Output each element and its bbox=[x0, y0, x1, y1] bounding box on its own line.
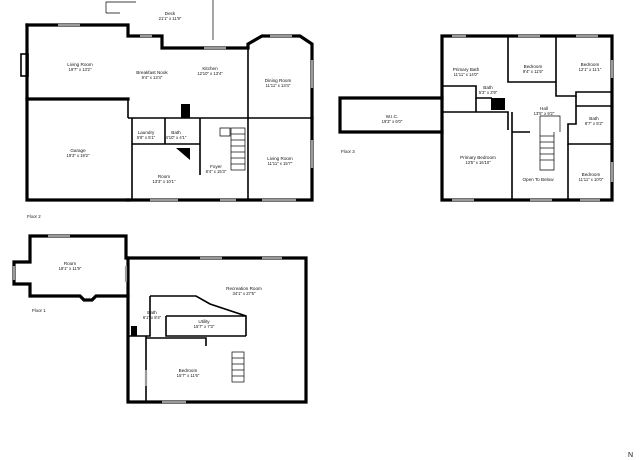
room-name-living-room-1: Living Room bbox=[67, 62, 93, 67]
room-dims-bedroom-f1: 15'7" x 11'6" bbox=[177, 373, 200, 378]
room-name-room-f2: Room bbox=[158, 174, 170, 179]
room-name-living-room-2: Living Room bbox=[267, 156, 293, 161]
room-dims-breakfast-nook: 9'4" x 13'4" bbox=[142, 75, 163, 80]
room-name-bath-f2: Bath bbox=[171, 130, 181, 135]
floor-2-label: Floor 2 bbox=[27, 214, 41, 219]
room-name-recreation-room: Recreation Room bbox=[226, 286, 262, 291]
floor-1-label: Floor 1 bbox=[32, 308, 46, 313]
room-name-room-f1: Room bbox=[64, 261, 76, 266]
room-dims-living-room-2: 11'11" x 15'7" bbox=[268, 161, 293, 166]
room-name-dining-room: Dining Room bbox=[265, 78, 292, 83]
room-name-breakfast-nook: Breakfast Nook bbox=[136, 70, 168, 75]
room-dims-primary-bath: 11'11" x 14'0" bbox=[454, 72, 479, 77]
room-name-bath-f3b: Bath bbox=[589, 116, 599, 121]
room-dims-bath-f1: 6'1" x 8'4" bbox=[143, 315, 162, 320]
room-dims-bath-f2: 4'10" x 4'1" bbox=[166, 135, 187, 140]
room-dims-room-f2: 13'3" x 10'1" bbox=[153, 179, 176, 184]
floor-3-plan bbox=[338, 34, 614, 202]
room-dims-kitchen: 12'10" x 13'4" bbox=[197, 71, 223, 76]
floor-3-label: Floor 3 bbox=[341, 149, 355, 154]
room-dims-wic: 19'3" x 6'0" bbox=[382, 119, 403, 124]
room-name-foyer: Foyer bbox=[210, 164, 222, 169]
room-name-garage: Garage bbox=[70, 148, 86, 153]
room-name-primary-bath: Primary Bath bbox=[453, 67, 480, 72]
room-name-bedroom-c: Bedroom bbox=[582, 172, 601, 177]
floor-1-plan bbox=[12, 234, 308, 404]
room-name-kitchen: Kitchen bbox=[202, 66, 218, 71]
room-dims-deck: 21'1" x 11'9" bbox=[159, 16, 182, 21]
room-dims-bedroom-c: 11'11" x 10'0" bbox=[579, 177, 604, 182]
room-dims-bedroom-a: 9'4" x 11'5" bbox=[523, 69, 544, 74]
room-name-bedroom-f1: Bedroom bbox=[179, 368, 198, 373]
room-dims-dining-room: 11'11" x 13'4" bbox=[266, 83, 291, 88]
room-dims-primary-bedroom: 13'5" x 16'10" bbox=[465, 160, 491, 165]
room-name-deck: Deck bbox=[165, 11, 176, 16]
room-name-bedroom-b: Bedroom bbox=[581, 62, 600, 67]
room-dims-garage: 19'3" x 19'2" bbox=[67, 153, 90, 158]
room-dims-bedroom-b: 12'1" x 11'1" bbox=[579, 67, 602, 72]
room-dims-bath-f3b: 8'7" x 5'2" bbox=[585, 121, 604, 126]
room-dims-living-room-1: 19'7" x 13'2" bbox=[69, 67, 92, 72]
room-name-hall: Hall bbox=[540, 106, 548, 111]
compass-north-label: N bbox=[628, 452, 633, 459]
room-name-bedroom-a: Bedroom bbox=[524, 64, 543, 69]
room-name-open-to-below: Open To Below bbox=[522, 177, 554, 182]
floor-2-plan bbox=[20, 0, 314, 202]
room-dims-foyer: 8'4" x 15'3" bbox=[206, 169, 227, 174]
room-name-wic: W.I.C. bbox=[386, 114, 399, 119]
room-dims-recreation-room: 34'1" x 27'5" bbox=[233, 291, 256, 296]
room-dims-utility: 15'7" x 7'3" bbox=[194, 324, 215, 329]
room-dims-room-f1: 18'1" x 11'9" bbox=[59, 266, 82, 271]
room-name-primary-bedroom: Primary Bedroom bbox=[460, 155, 496, 160]
room-name-laundry: Laundry bbox=[138, 130, 155, 135]
room-dims-hall: 13'5" x 9'2" bbox=[534, 111, 555, 116]
room-name-utility: Utility bbox=[198, 319, 210, 324]
room-name-bath-f1: Bath bbox=[147, 310, 157, 315]
room-name-bath-f3a: Bath bbox=[483, 85, 493, 90]
room-dims-bath-f3a: 5'3" x 2'9" bbox=[479, 90, 498, 95]
room-dims-laundry: 5'8" x 5'1" bbox=[137, 135, 156, 140]
